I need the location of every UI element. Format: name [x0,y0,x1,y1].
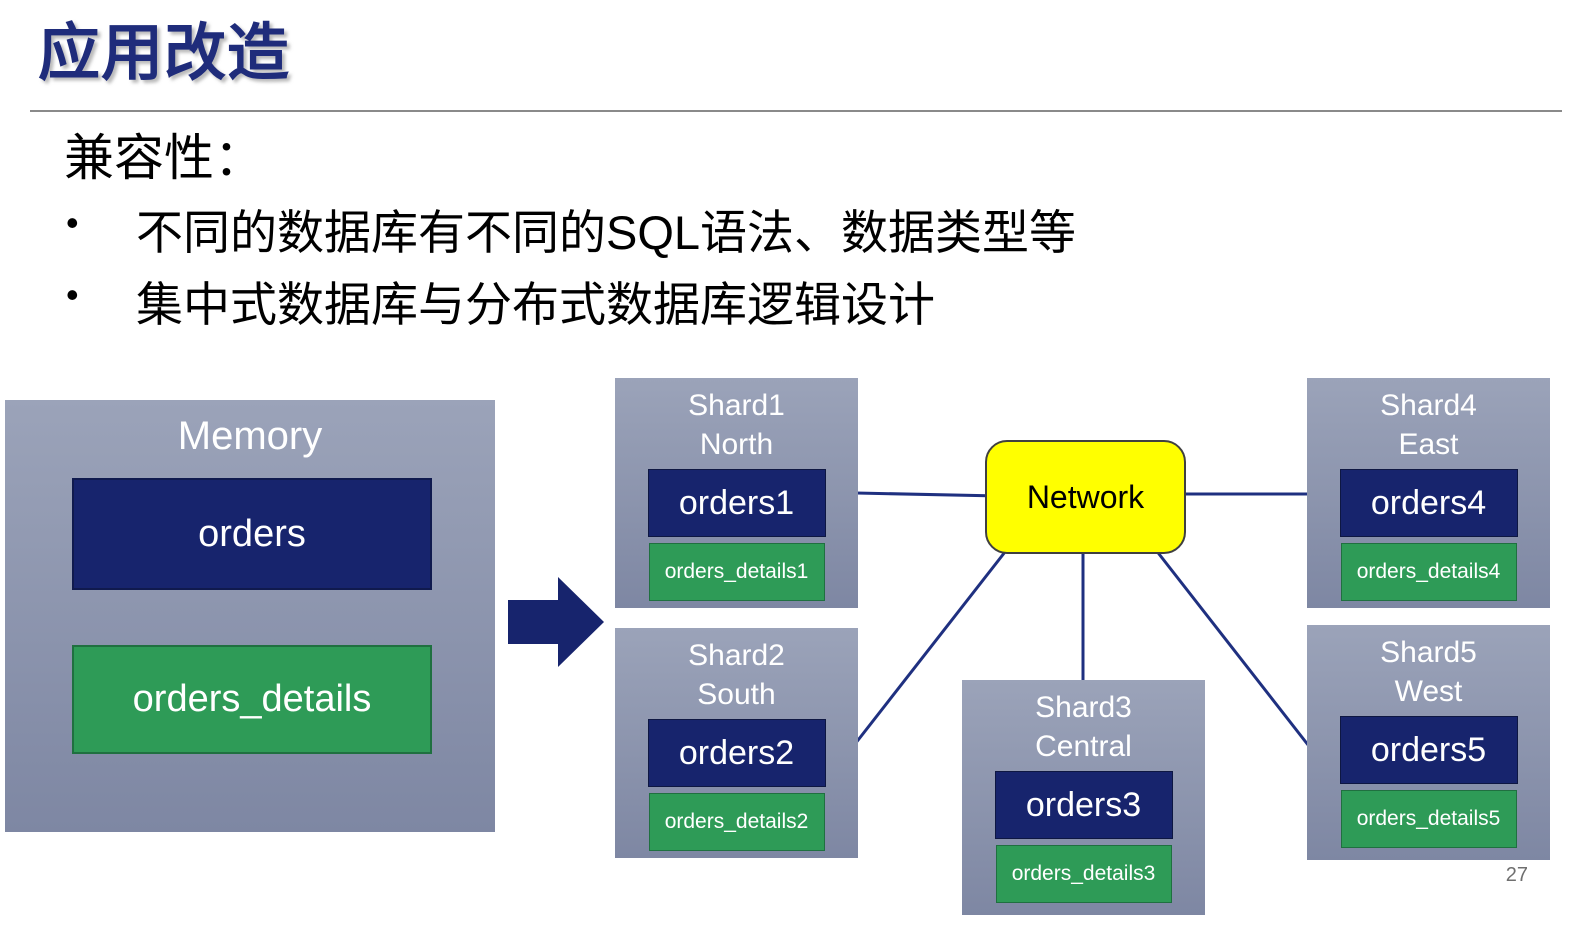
compatibility-heading: 兼容性： [64,130,264,186]
orders-table-box: orders4 [1339,469,1518,537]
shard-name: Shard3 [1035,691,1132,724]
bullet-item: • 不同的数据库有不同的SQL语法、数据类型等 [66,194,1526,263]
orders-table-box: orders1 [647,469,826,537]
shard2-panel: Shard2 South orders2 orders_details2 [615,628,858,858]
orders-details-table-box: orders_details1 [648,543,825,601]
shard-name: Shard5 [1380,636,1477,669]
shard-name: Shard1 [688,389,785,422]
page-title: 应用改造 [38,19,291,88]
shard-title: Shard5 West [1380,633,1477,711]
bullet-marker: • [66,202,79,243]
network-node: Network [985,440,1186,554]
shard5-panel: Shard5 West orders5 orders_details5 [1307,625,1550,860]
orders-details-table-box: orders_details5 [1340,790,1517,848]
memory-orders-table-box: orders [72,478,432,590]
shard-name: Shard2 [688,639,785,672]
bullet-marker: • [66,274,79,315]
shard1-panel: Shard1 North orders1 orders_details1 [615,378,858,608]
right-arrow-icon [508,577,604,667]
orders-table-box: orders3 [994,771,1173,839]
memory-panel: Memory orders orders_details [5,400,495,832]
orders-details-table-box: orders_details4 [1340,543,1517,601]
shard-title: Shard3 Central [1035,688,1132,766]
shard-region: North [699,428,774,461]
memory-orders-details-table-box: orders_details [72,645,432,754]
orders-details-table-box: orders_details2 [648,793,825,851]
memory-panel-title: Memory [177,414,323,458]
shard3-panel: Shard3 Central orders3 orders_details3 [962,680,1205,915]
title-divider [30,110,1562,112]
shard-region: Central [1035,730,1132,763]
orders-table-box: orders5 [1339,716,1518,784]
bullet-text: 集中式数据库与分布式数据库逻辑设计 [136,278,935,331]
orders-table-box: orders2 [647,719,826,787]
bullet-item: • 集中式数据库与分布式数据库逻辑设计 [66,266,1526,335]
shard4-panel: Shard4 East orders4 orders_details4 [1307,378,1550,608]
orders-details-table-box: orders_details3 [995,845,1172,903]
shard-region: South [697,678,776,711]
shard-title: Shard2 South [688,636,785,714]
shard-title: Shard4 East [1380,386,1477,464]
shard-region: East [1398,428,1459,461]
shard-title: Shard1 North [688,386,785,464]
shard-region: West [1394,675,1463,708]
page-number: 27 [1505,864,1528,886]
bullet-text: 不同的数据库有不同的SQL语法、数据类型等 [136,206,1077,259]
shard-name: Shard4 [1380,389,1477,422]
